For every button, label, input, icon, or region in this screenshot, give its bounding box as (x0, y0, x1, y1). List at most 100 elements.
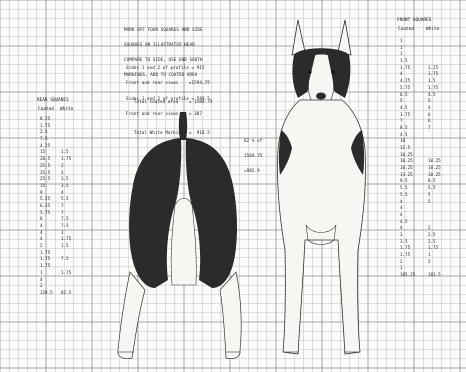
rear-white-value: 1.75 (61, 236, 71, 243)
front-white-value: 2.5 (428, 237, 441, 244)
rear-coated-value: 15 (40, 183, 53, 190)
rear-white-value (61, 123, 71, 130)
front-coated-value: 3.75 (400, 110, 415, 117)
front-ear-left (292, 20, 305, 55)
front-coated-value: 1 (400, 36, 415, 43)
rear-coated-value: 5.25 (40, 196, 53, 203)
rear-white-value (61, 129, 71, 136)
front-coated-value: 105.25 (400, 270, 415, 277)
front-coated-value: 7 (400, 116, 415, 123)
front-coated-value: 3 (400, 230, 415, 237)
front-white-value: 183.5 (428, 270, 441, 277)
front-coated-value: 5 (400, 96, 415, 103)
rear-coated-value: 1.75 (40, 263, 53, 270)
front-white-value: 1 (428, 250, 441, 257)
rear-white-value (61, 263, 71, 270)
rear-coated-value: 25.5 (40, 170, 53, 177)
rear-white-value: 1.75 (61, 270, 71, 277)
rear-white-value: 5.5 (61, 196, 71, 203)
front-white-value: 6 (428, 116, 441, 123)
rear-white-value: 82.5 (61, 290, 71, 297)
front-coated-value: 12.5 (400, 143, 415, 150)
rear-coated-value: 4 (40, 223, 53, 230)
rear-coated-value: 4.25 (40, 143, 53, 150)
front-coated-value: 4.25 (400, 76, 415, 83)
front-white-value (428, 49, 441, 56)
front-white-value: 1.25 (428, 63, 441, 70)
rear-coated-value: 15 (40, 149, 53, 156)
front-white-value (428, 203, 441, 210)
front-coated-value: 1.5 (400, 56, 415, 63)
front-nose (316, 93, 326, 100)
front-white-value: 1.75 (428, 69, 441, 76)
rear-coated-value: 7.5 (40, 136, 53, 143)
front-white-value: 5.5 (428, 183, 441, 190)
front-white-value: 2 (428, 257, 441, 264)
front-coated-value: 1.75 (400, 243, 415, 250)
front-coated-header: Coated (398, 27, 414, 32)
front-white-value: 10.25 (428, 163, 441, 170)
front-white-value (428, 36, 441, 43)
front-coated-value: 10 (400, 136, 415, 143)
front-coated-value: 5.5 (400, 190, 415, 197)
front-coated-value: 3.5 (400, 237, 415, 244)
front-white-value (428, 56, 441, 63)
front-coated-value: 1 (400, 43, 415, 50)
front-white-value (428, 143, 441, 150)
front-white-value: 2.5 (428, 230, 441, 237)
rear-coated-value: 2 (40, 283, 53, 290)
front-coated-value: 4.5 (400, 217, 415, 224)
white-markings-calculation: Sides 1 and 2 of profile = 589.5 Front a… (126, 86, 210, 140)
rear-white-column: 1.51.75233.53.545.5777.57.531.751.57.51.… (61, 116, 71, 297)
rear-coated-value: 4 (40, 236, 53, 243)
front-white-value: 8.5 (428, 176, 441, 183)
rear-white-value: 3 (61, 170, 71, 177)
rear-white-value: 4 (61, 190, 71, 197)
rear-coated-value: 20.5 (40, 156, 53, 163)
rear-white-value (61, 136, 71, 143)
front-white-value: 6 (428, 110, 441, 117)
front-white-value (428, 210, 441, 217)
rear-white-value (61, 277, 71, 284)
rear-coated-value: 8.25 (40, 116, 53, 123)
front-eye-right (331, 70, 334, 73)
front-coated-value: 4.5 (400, 130, 415, 137)
rear-white-value: 3.5 (61, 183, 71, 190)
front-coated-value: 5.5 (400, 183, 415, 190)
front-coated-value: 4 (400, 223, 415, 230)
rear-coated-value: 6.25 (40, 203, 53, 210)
percentage-result: 62 % of 1584.75 =982.9 (244, 128, 262, 178)
front-coated-value: 13.25 (400, 170, 415, 177)
rear-white-value: 3 (61, 230, 71, 237)
front-white-value (428, 217, 441, 224)
rear-coated-header: Coated (38, 107, 54, 112)
front-squares-title: FRONT SQUARES (397, 18, 431, 23)
front-coated-value: 2 (400, 257, 415, 264)
rear-white-value (61, 116, 71, 123)
front-coated-value: 10.25 (400, 150, 415, 157)
rear-coated-value: 9 (40, 190, 53, 197)
rear-white-value: 7 (61, 203, 71, 210)
front-coated-value: 4 (400, 69, 415, 76)
front-coated-value: 4 (400, 197, 415, 204)
front-white-value (428, 130, 441, 137)
front-white-value (428, 136, 441, 143)
rear-white-value (61, 250, 71, 257)
rear-coated-value: 4 (40, 277, 53, 284)
rear-white-value: 7.5 (61, 216, 71, 223)
rear-white-header: White (60, 107, 73, 112)
front-white-value: 1.75 (428, 243, 441, 250)
rear-coated-value: 25.5 (40, 163, 53, 170)
front-white-value: 5 (428, 197, 441, 204)
front-coated-value: 1 (400, 263, 415, 270)
front-coated-value: 9.5 (400, 176, 415, 183)
rear-white-value (61, 143, 71, 150)
front-coated-value: 4 (400, 210, 415, 217)
front-coated-value: 1.75 (400, 250, 415, 257)
front-coated-value: 4.5 (400, 103, 415, 110)
rear-white-value: 7 (61, 210, 71, 217)
front-coated-value: 5.75 (400, 83, 415, 90)
front-white-value: 4 (428, 103, 441, 110)
